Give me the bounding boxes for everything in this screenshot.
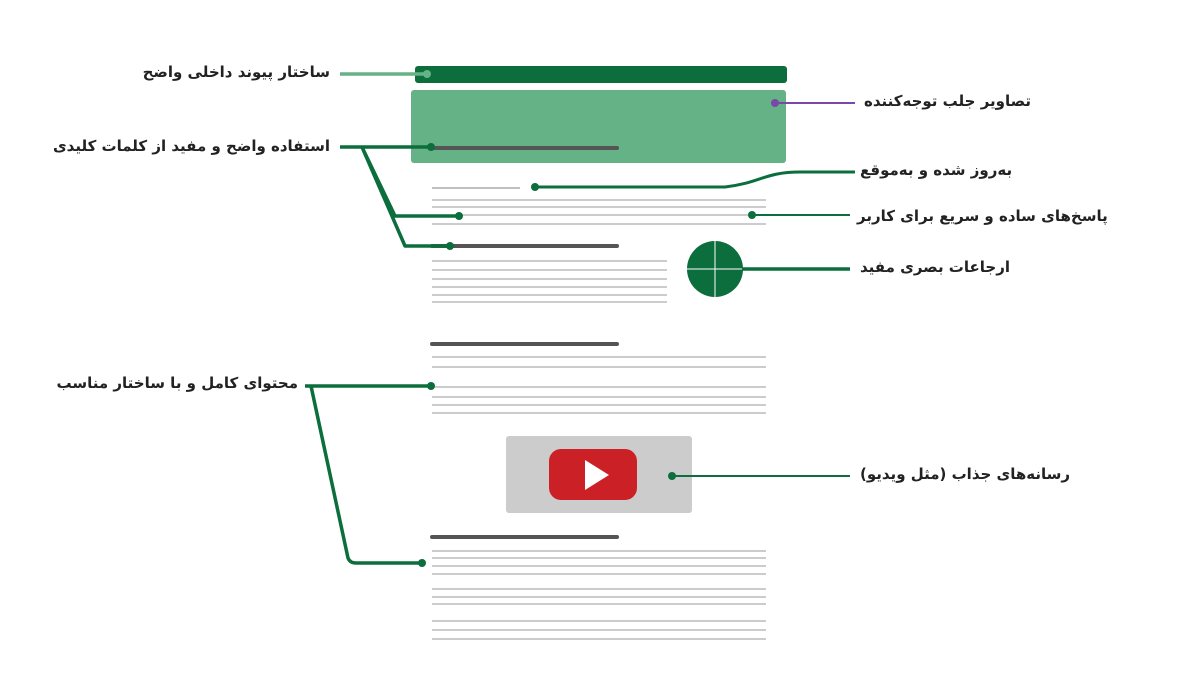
label-visual-references: ارجاعات بصری مفید [860,258,1010,276]
connector-keywords-usage [340,145,459,248]
connector-complete-content [305,384,431,565]
section-2-lines [432,356,766,414]
dot-keywords-2 [455,212,463,220]
dot-complete-content-2 [418,559,426,567]
connector-up-to-date [535,170,855,189]
hero-image [411,90,786,163]
label-engaging-media: رسانه‌های جذاب (مثل ویدیو) [860,465,1071,483]
dot-engaging-media [668,472,676,480]
dot-complete-content-1 [427,382,435,390]
dot-attractive-images [771,99,779,107]
section-3-lines [432,550,766,640]
label-quick-answers: پاسخ‌های ساده و سریع برای کاربر [857,207,1108,225]
dot-keywords-3 [446,242,454,250]
dot-quick-answers [748,211,756,219]
dot-keywords-1 [427,143,435,151]
label-keywords-usage: استفاده واضح و مفید از کلمات کلیدی [52,137,330,155]
play-icon [585,460,609,490]
label-attractive-images: تصاویر جلب توجه‌کننده [864,92,1032,110]
dot-internal-links [423,70,431,78]
label-internal-links: ساختار پیوند داخلی واضح [142,63,330,81]
quick-answer-lines [432,199,766,225]
label-up-to-date: به‌روز شده و به‌موقع [860,161,1013,179]
nav-bar [415,66,787,83]
dot-up-to-date [531,183,539,191]
label-complete-content: محتوای کامل و با ساختار مناسب [56,374,298,392]
section-1-lines [432,260,667,303]
